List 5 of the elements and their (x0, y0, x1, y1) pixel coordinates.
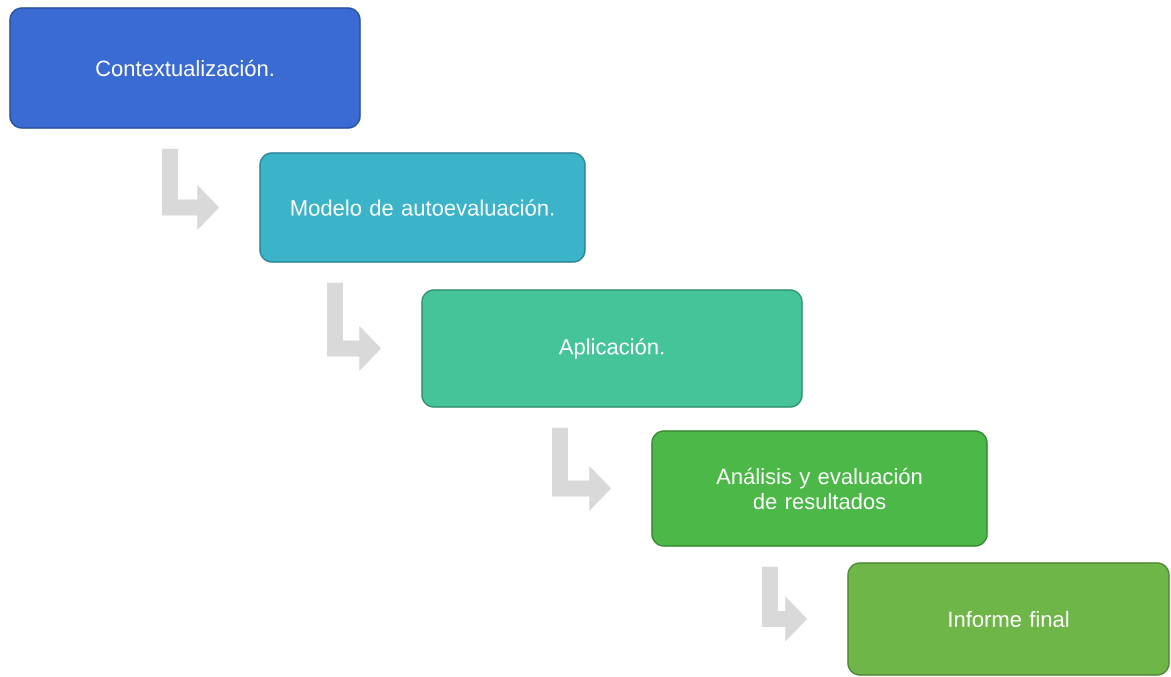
process-box: Aplicación. (421, 289, 803, 408)
process-box: Análisis y evaluación de resultados (651, 430, 988, 547)
process-box: Informe final (847, 562, 1170, 676)
process-box: Contextualización. (9, 7, 361, 129)
process-box: Modelo de autoevaluación. (259, 152, 586, 263)
